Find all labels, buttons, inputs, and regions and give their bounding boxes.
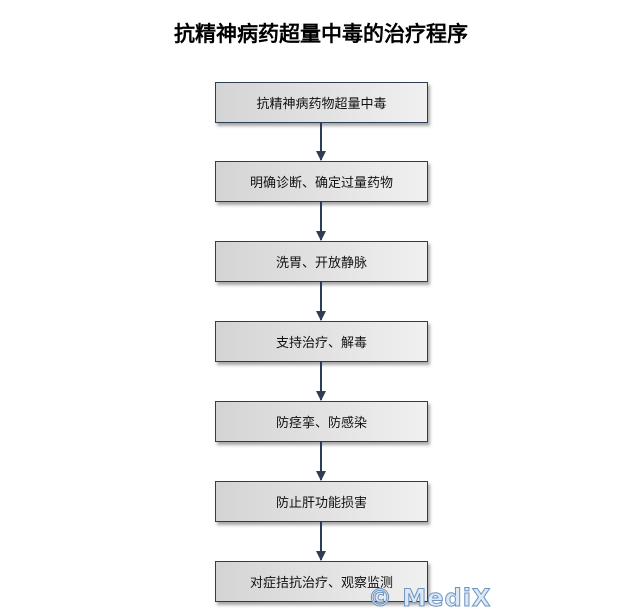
watermark: © MediX [367, 584, 492, 612]
step-2-box: 明确诊断、确定过量药物 [215, 161, 428, 202]
arrow-5 [316, 441, 326, 481]
step-3-box: 洗胃、开放静脉 [215, 241, 428, 282]
arrow-6 [316, 521, 326, 561]
arrow-3 [316, 281, 326, 321]
diagram-title: 抗精神病药超量中毒的治疗程序 [174, 22, 468, 46]
step-5-box: 防痉挛、防感染 [215, 401, 428, 442]
step-7-box: 对症拮抗治疗、观察监测 [215, 561, 428, 602]
arrow-4 [316, 361, 326, 401]
step-4-box: 支持治疗、解毒 [215, 321, 428, 362]
step-6-box: 防止肝功能损害 [215, 481, 428, 522]
step-1-box: 抗精神病药物超量中毒 [215, 82, 428, 123]
arrow-1 [316, 122, 326, 161]
arrow-2 [316, 201, 326, 241]
